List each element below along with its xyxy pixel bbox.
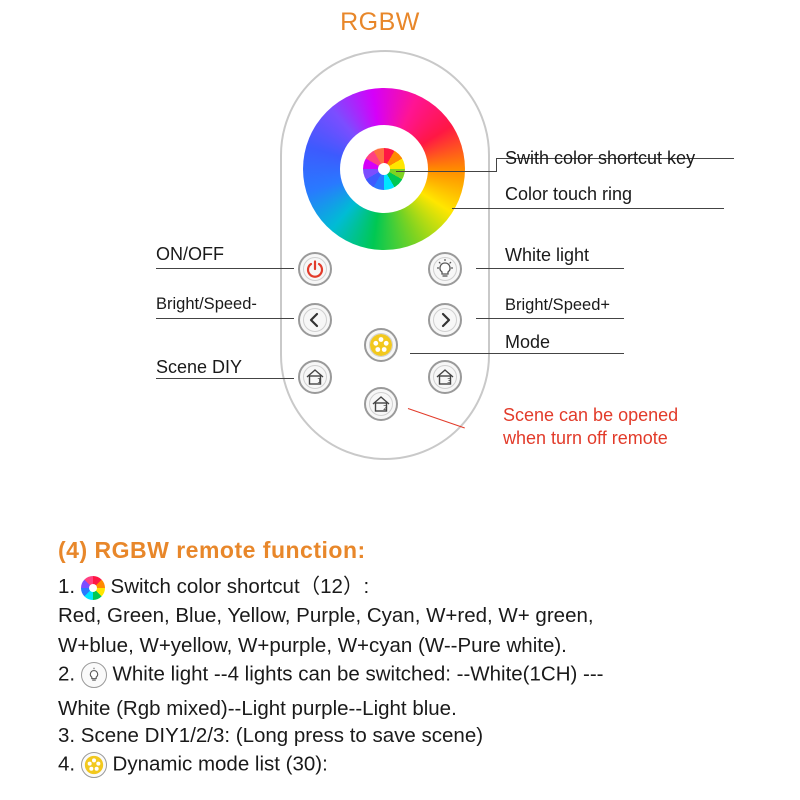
desc-item-1-line2: Red, Green, Blue, Yellow, Purple, Cyan, … bbox=[58, 604, 594, 627]
callout-line-switch-key bbox=[396, 171, 496, 172]
desc-item-4-prefix: 4. bbox=[58, 752, 76, 776]
label-scene-note-line1: Scene can be opened bbox=[503, 405, 679, 425]
desc-item-2-line2: White (Rgb mixed)--Light purple--Light b… bbox=[58, 697, 457, 720]
callout-line-bright-plus bbox=[476, 318, 624, 319]
scene-2-button[interactable]: 2 bbox=[364, 387, 398, 421]
label-on-off: ON/OFF bbox=[156, 244, 224, 264]
chevron-left-icon bbox=[309, 312, 319, 328]
mode-icon bbox=[370, 334, 392, 356]
callout-line-scene-diy bbox=[156, 378, 294, 379]
color-wheel-icon bbox=[80, 575, 105, 600]
bright-speed-plus-button[interactable] bbox=[428, 303, 462, 337]
label-color-touch-ring: Color touch ring bbox=[505, 184, 633, 204]
mode-icon bbox=[80, 752, 107, 778]
label-switch-color-key: Swith color shortcut key bbox=[505, 148, 696, 168]
color-key-center bbox=[378, 163, 390, 175]
on-off-button[interactable] bbox=[298, 252, 332, 286]
bulb-icon bbox=[437, 259, 453, 277]
power-icon bbox=[306, 260, 324, 278]
desc-item-2-text: White light --4 lights can be switched: … bbox=[112, 662, 604, 686]
chevron-right-icon bbox=[441, 312, 451, 328]
desc-item-1-text: Switch color shortcut（12）: bbox=[110, 575, 370, 598]
label-scene-diy: Scene DIY bbox=[156, 357, 243, 377]
desc-item-3: 3. Scene DIY1/2/3: (Long press to save s… bbox=[58, 724, 484, 747]
scene-3-button[interactable]: 3 bbox=[428, 360, 462, 394]
mode-button[interactable] bbox=[364, 328, 398, 362]
callout-line-on-off bbox=[156, 268, 294, 269]
bright-speed-minus-button[interactable] bbox=[298, 303, 332, 337]
desc-item-1: 1. Switch color shortcut（12）: bbox=[58, 575, 369, 600]
callout-line-switch-key-h bbox=[496, 158, 734, 159]
desc-item-1-line3: W+blue, W+yellow, W+purple, W+cyan (W--P… bbox=[58, 634, 567, 657]
callout-line-mode bbox=[410, 353, 624, 354]
scene-1-button[interactable]: 1 bbox=[298, 360, 332, 394]
desc-item-2-prefix: 2. bbox=[58, 662, 76, 686]
label-white-light: White light bbox=[505, 245, 590, 265]
callout-line-bright-minus bbox=[156, 318, 294, 319]
house-icon: 1 bbox=[306, 369, 324, 385]
house-icon: 2 bbox=[372, 396, 390, 412]
callout-line-switch-key-v bbox=[496, 158, 497, 172]
callout-line-ring bbox=[452, 208, 724, 209]
label-scene-note-line2: when turn off remote bbox=[503, 428, 668, 448]
label-mode: Mode bbox=[505, 332, 551, 352]
scene-2-mark: 2 bbox=[383, 404, 387, 412]
house-icon: 3 bbox=[436, 369, 454, 385]
callout-line-white-light bbox=[476, 268, 624, 269]
label-bright-speed-minus: Bright/Speed- bbox=[156, 295, 257, 313]
white-light-button[interactable] bbox=[428, 252, 462, 286]
desc-item-4: 4. Dynamic mode list (30): bbox=[58, 752, 328, 778]
rgbw-title: RGBW bbox=[340, 8, 420, 36]
scene-3-mark: 3 bbox=[447, 377, 451, 385]
section-title: (4) RGBW remote function: bbox=[58, 537, 366, 563]
scene-1-mark: 1 bbox=[317, 377, 321, 385]
desc-item-1-prefix: 1. bbox=[58, 575, 76, 598]
desc-item-4-text: Dynamic mode list (30): bbox=[112, 752, 328, 776]
label-bright-speed-plus: Bright/Speed+ bbox=[505, 296, 611, 314]
desc-item-2: 2. White light --4 lights can be switche… bbox=[58, 662, 604, 688]
bulb-icon bbox=[80, 662, 107, 688]
